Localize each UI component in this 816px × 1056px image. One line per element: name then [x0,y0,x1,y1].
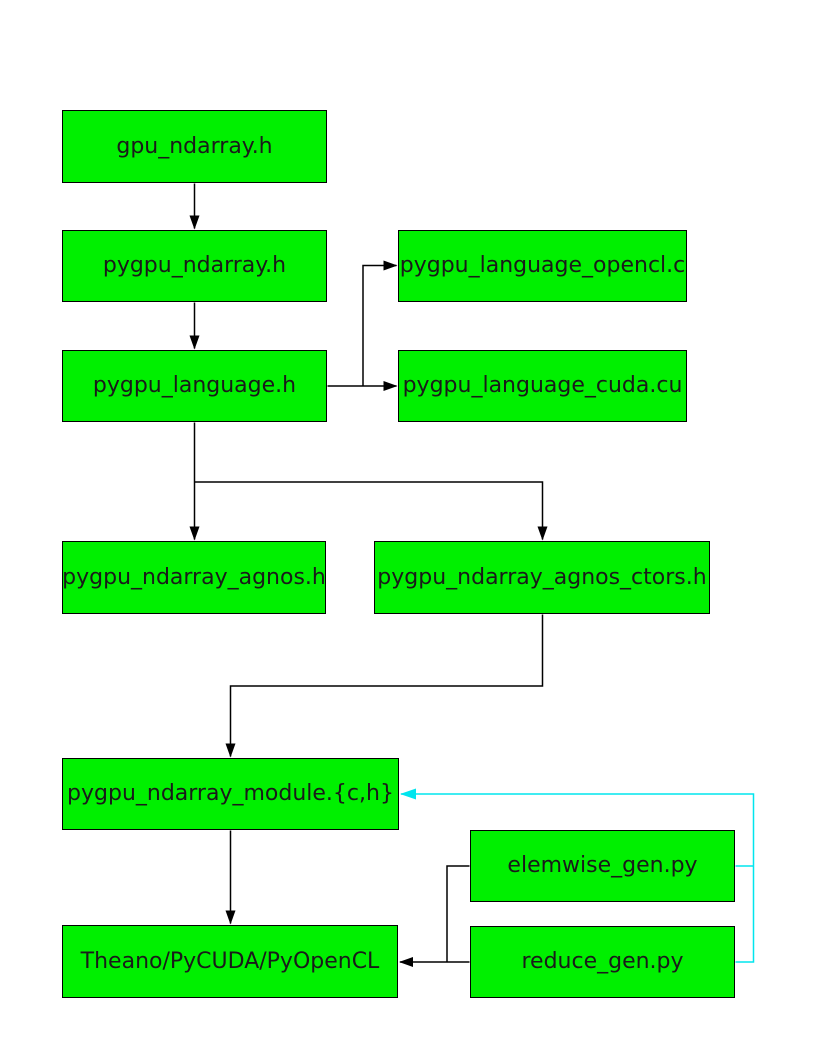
node-pygpu-ndarray-h: pygpu_ndarray.h [62,230,327,302]
node-pygpu-language-h: pygpu_language.h [62,350,327,422]
edge-gen-feedback-to-module [400,788,755,963]
node-elemwise-gen-py: elemwise_gen.py [470,830,735,902]
edge-elemwise-to-junction [446,865,470,962]
node-label: elemwise_gen.py [507,853,698,878]
node-pygpu-ndarray-module: pygpu_ndarray_module.{c,h} [62,758,399,830]
node-label: pygpu_ndarray_module.{c,h} [67,781,394,806]
node-label: pygpu_ndarray_agnos.h [62,564,326,590]
node-label: gpu_ndarray.h [116,133,273,159]
node-label: Theano/PyCUDA/PyOpenCL [80,948,380,974]
edge-pygpu-language-to-opencl [362,260,398,386]
node-pygpu-language-cuda-cu: pygpu_language_cuda.cu [398,350,687,422]
node-label: pygpu_ndarray.h [102,253,287,278]
node-pygpu-language-opencl-c: pygpu_language_opencl.c [398,230,687,302]
node-theano-pycuda-pyopencl: Theano/PyCUDA/PyOpenCL [62,925,398,998]
node-label: reduce_gen.py [521,949,684,974]
node-label: pygpu_language_cuda.cu [402,373,683,398]
node-pygpu-ndarray-agnos-ctors-h: pygpu_ndarray_agnos_ctors.h [374,541,710,614]
node-gpu-ndarray-h: gpu_ndarray.h [62,110,327,183]
edge-agnos-ctors-to-module [225,614,544,758]
node-label: pygpu_language_opencl.c [399,253,686,278]
node-label: pygpu_ndarray_agnos_ctors.h [377,564,707,590]
node-reduce-gen-py: reduce_gen.py [470,926,735,998]
node-label: pygpu_language.h [92,373,297,398]
node-pygpu-ndarray-agnos-h: pygpu_ndarray_agnos.h [62,541,326,614]
edge-pygpu-language-to-agnos-ctors [194,481,548,541]
